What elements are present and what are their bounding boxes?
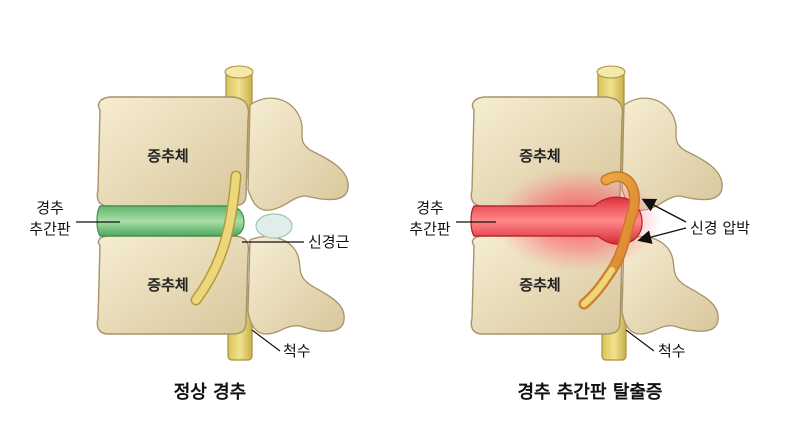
spinal-cord-label: 척수 xyxy=(283,342,311,360)
vertebral-body-top xyxy=(96,96,250,207)
spinal-cord-top-cap xyxy=(224,65,254,79)
cord-leader-line xyxy=(625,329,655,352)
normal-caption: 정상 경추 xyxy=(174,382,247,403)
disc-label-line2: 추간판 xyxy=(29,220,71,238)
compression-arrow-lower xyxy=(637,227,687,244)
disc-label-line1: 경추 xyxy=(36,199,64,217)
posterior-process-bottom xyxy=(247,235,345,335)
vertebra-bottom-label: 증추체 xyxy=(519,276,560,294)
herniated-caption: 경추 추간판 탈출증 xyxy=(517,382,662,403)
posterior-process-top xyxy=(247,97,349,211)
vertebra-top-label: 증추체 xyxy=(519,147,560,165)
spinal-cord-label: 척수 xyxy=(658,342,686,360)
vertebra-bottom-label: 증추체 xyxy=(147,276,188,294)
compression-label: 신경 압박 xyxy=(690,219,750,237)
intervertebral-disc-herniated xyxy=(470,196,643,245)
disc-label-line2: 추간판 xyxy=(409,220,451,238)
nerve-root-label: 신경근 xyxy=(308,233,350,251)
cord-leader-line xyxy=(251,329,281,352)
posterior-process-bottom xyxy=(621,235,719,335)
normal-panel: 증추체 증추체 경추 추간판 신경근 척수 정상 경추 xyxy=(29,65,350,403)
spinal-cord-top-cap xyxy=(596,65,626,79)
facet-joint xyxy=(255,213,293,239)
herniated-panel: 증추체 증추체 경추 추간판 신경 압박 척수 경추 추간판 탈출증 xyxy=(409,65,750,403)
disc-label-line1: 경추 xyxy=(416,199,444,217)
compression-arrow-upper xyxy=(641,198,687,223)
vertebra-top-label: 증추체 xyxy=(147,147,188,165)
intervertebral-disc-normal xyxy=(96,205,245,237)
